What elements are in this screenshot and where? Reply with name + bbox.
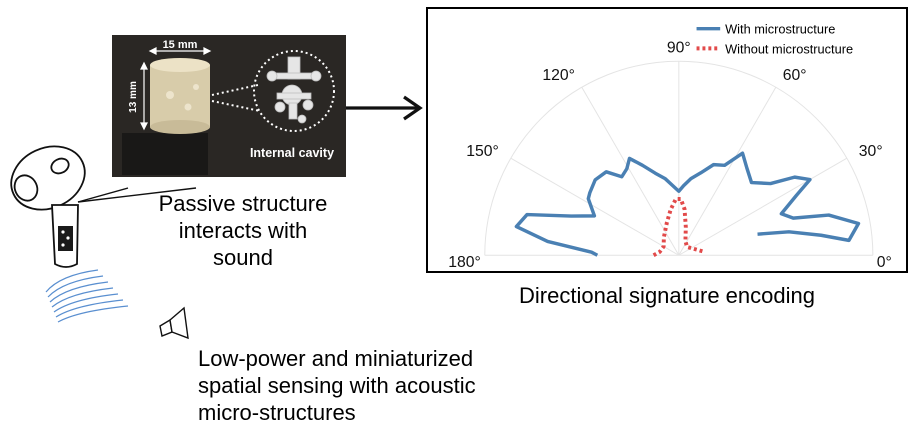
grid-spoke-30 xyxy=(678,157,848,256)
dimension-height-arrow xyxy=(140,61,148,131)
grid-spoke-150 xyxy=(510,157,680,256)
polar-series xyxy=(514,151,861,257)
polar-chart: 0° 30° 60° 90° 120° 150° 180° With microstruct… xyxy=(426,7,908,273)
chart-legend: With microstructure Without microstructu… xyxy=(696,22,853,56)
grid-spoke-60 xyxy=(678,86,777,256)
angle-tick-120: 120° xyxy=(542,67,575,84)
legend-label-with: With microstructure xyxy=(725,22,835,37)
caption-passive-structure: Passive structure interacts with sound xyxy=(138,190,348,271)
angle-tick-180: 180° xyxy=(448,254,481,271)
caption-passive-line-2: interacts with xyxy=(178,218,308,243)
arrow-right-icon xyxy=(346,95,423,121)
angle-tick-150: 150° xyxy=(466,143,499,160)
internal-cavity-structure xyxy=(266,56,322,124)
cavity-circle xyxy=(253,50,335,132)
caption-low-power: Low-power and miniaturized spatial sensi… xyxy=(198,345,598,426)
width-label: 15 mm xyxy=(163,39,198,51)
grid-spoke-120 xyxy=(581,86,680,256)
angle-tick-0: 0° xyxy=(877,254,892,271)
cavity-label: Internal cavity xyxy=(250,146,334,160)
cylinder-image xyxy=(150,58,210,134)
angle-tick-60: 60° xyxy=(783,67,807,84)
height-label: 13 mm xyxy=(128,81,139,113)
caption-lowpower-line-2: spatial sensing with acoustic xyxy=(198,373,476,398)
caption-lowpower-line-1: Low-power and miniaturized xyxy=(198,346,474,371)
caption-passive-line-1: Passive structure xyxy=(158,191,328,216)
speaker-icon xyxy=(159,306,189,340)
earbud-icon xyxy=(10,145,86,268)
legend-label-without: Without microstructure xyxy=(725,41,853,56)
polar-grid xyxy=(484,60,874,256)
angle-tick-labels: 0° 30° 60° 90° 120° 150° 180° xyxy=(448,39,892,271)
dimension-width-arrow xyxy=(148,47,212,55)
series-line-with-microstructure xyxy=(514,151,861,257)
angle-tick-90: 90° xyxy=(667,39,691,56)
polar-chart-svg: 0° 30° 60° 90° 120° 150° 180° With microstruct… xyxy=(448,22,892,271)
sound-waves xyxy=(45,269,129,323)
series-line-without-microstructure xyxy=(652,197,705,257)
caption-passive-line-3: sound xyxy=(213,245,273,270)
caption-lowpower-line-3: micro-structures xyxy=(198,400,356,425)
microstructure-photo: 15 mm 13 mm Internal cavity xyxy=(112,35,346,177)
angle-tick-30: 30° xyxy=(859,143,883,160)
caption-directional-signature: Directional signature encoding xyxy=(519,283,815,308)
